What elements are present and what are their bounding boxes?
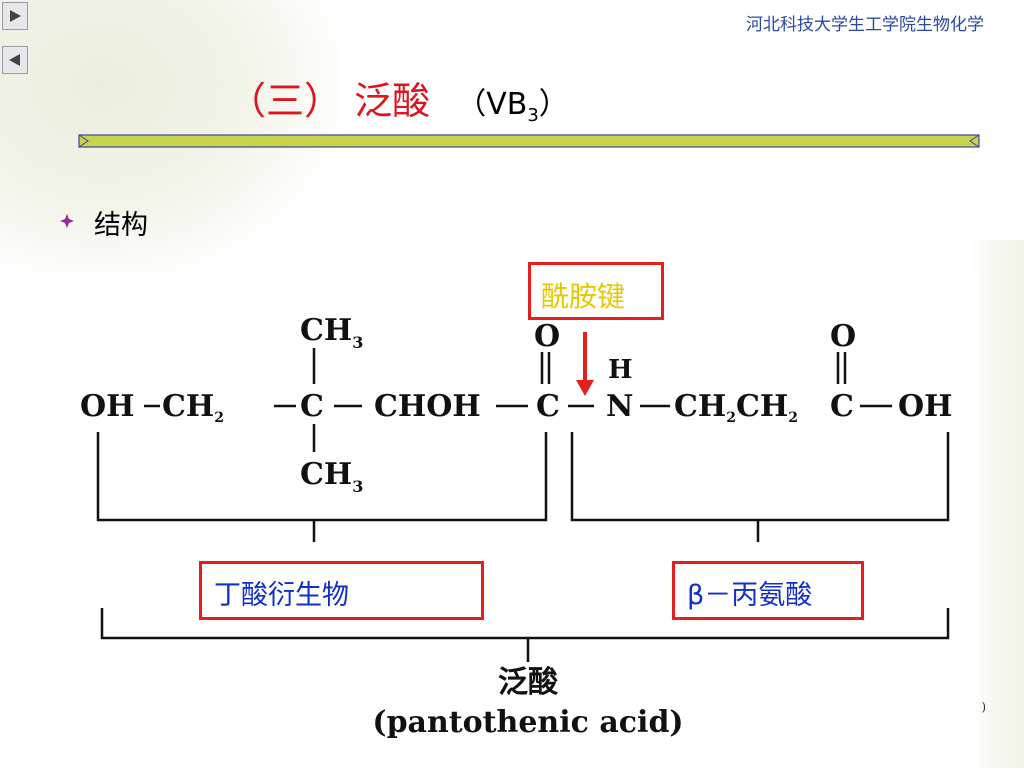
title-name: 泛酸 bbox=[354, 79, 431, 123]
compound-name-cn: 泛酸 bbox=[498, 665, 559, 700]
main-chain: OH CH2 C CHOH C N CH2CH2 C OH bbox=[80, 389, 952, 426]
title-number: （三） bbox=[228, 79, 343, 123]
title-formula: （VB3） bbox=[456, 87, 569, 126]
institution-header: 河北科技大学生工学院生物化学 bbox=[746, 15, 984, 35]
svg-text:OH: OH bbox=[80, 389, 134, 424]
svg-text:CH2: CH2 bbox=[162, 389, 224, 426]
play-left-icon bbox=[9, 54, 20, 66]
left-carbonyl-oxygen: O bbox=[534, 319, 560, 354]
bullet-structure-text: 结构 bbox=[94, 210, 148, 241]
amide-arrow-head-icon bbox=[576, 380, 594, 396]
bottom-bracket bbox=[100, 608, 950, 640]
beta-alanine-label: β－丙氨酸 bbox=[672, 561, 864, 620]
next-slide-button[interactable] bbox=[2, 2, 28, 30]
butyric-derivative-label: 丁酸衍生物 bbox=[199, 561, 484, 620]
play-right-icon bbox=[10, 10, 21, 22]
svg-text:CHOH: CHOH bbox=[374, 389, 481, 424]
amide-hydrogen: H bbox=[608, 355, 633, 385]
svg-text:OH: OH bbox=[898, 389, 952, 424]
structure-diagram: CH3 O H O OH CH2 C CHOH C N CH2CH2 C OH bbox=[80, 313, 952, 740]
right-bracket bbox=[570, 432, 950, 522]
title-divider bbox=[78, 134, 980, 148]
diamond-bullet-icon bbox=[60, 214, 74, 228]
svg-text:C: C bbox=[300, 389, 324, 424]
previous-slide-button[interactable] bbox=[2, 46, 28, 74]
compound-name-en: (pantothenic acid) bbox=[372, 705, 683, 740]
slide-title: （三） 泛酸 （VB3） bbox=[228, 70, 569, 126]
pantothenic-acid-structure-figure: CH3 O H O OH CH2 C CHOH C N CH2CH2 C OH bbox=[58, 272, 980, 768]
svg-text:N: N bbox=[606, 389, 633, 424]
left-bracket bbox=[96, 432, 548, 522]
page-number: ) bbox=[981, 700, 986, 714]
top-methyl-label: CH3 bbox=[300, 313, 363, 352]
svg-text:C: C bbox=[536, 389, 560, 424]
amide-bond-label: 酰胺键 bbox=[528, 262, 664, 320]
svg-text:C: C bbox=[830, 389, 854, 424]
bottom-methyl-label: CH3 bbox=[300, 457, 363, 496]
right-carbonyl-oxygen: O bbox=[830, 319, 856, 354]
svg-text:CH2CH2: CH2CH2 bbox=[674, 389, 798, 426]
